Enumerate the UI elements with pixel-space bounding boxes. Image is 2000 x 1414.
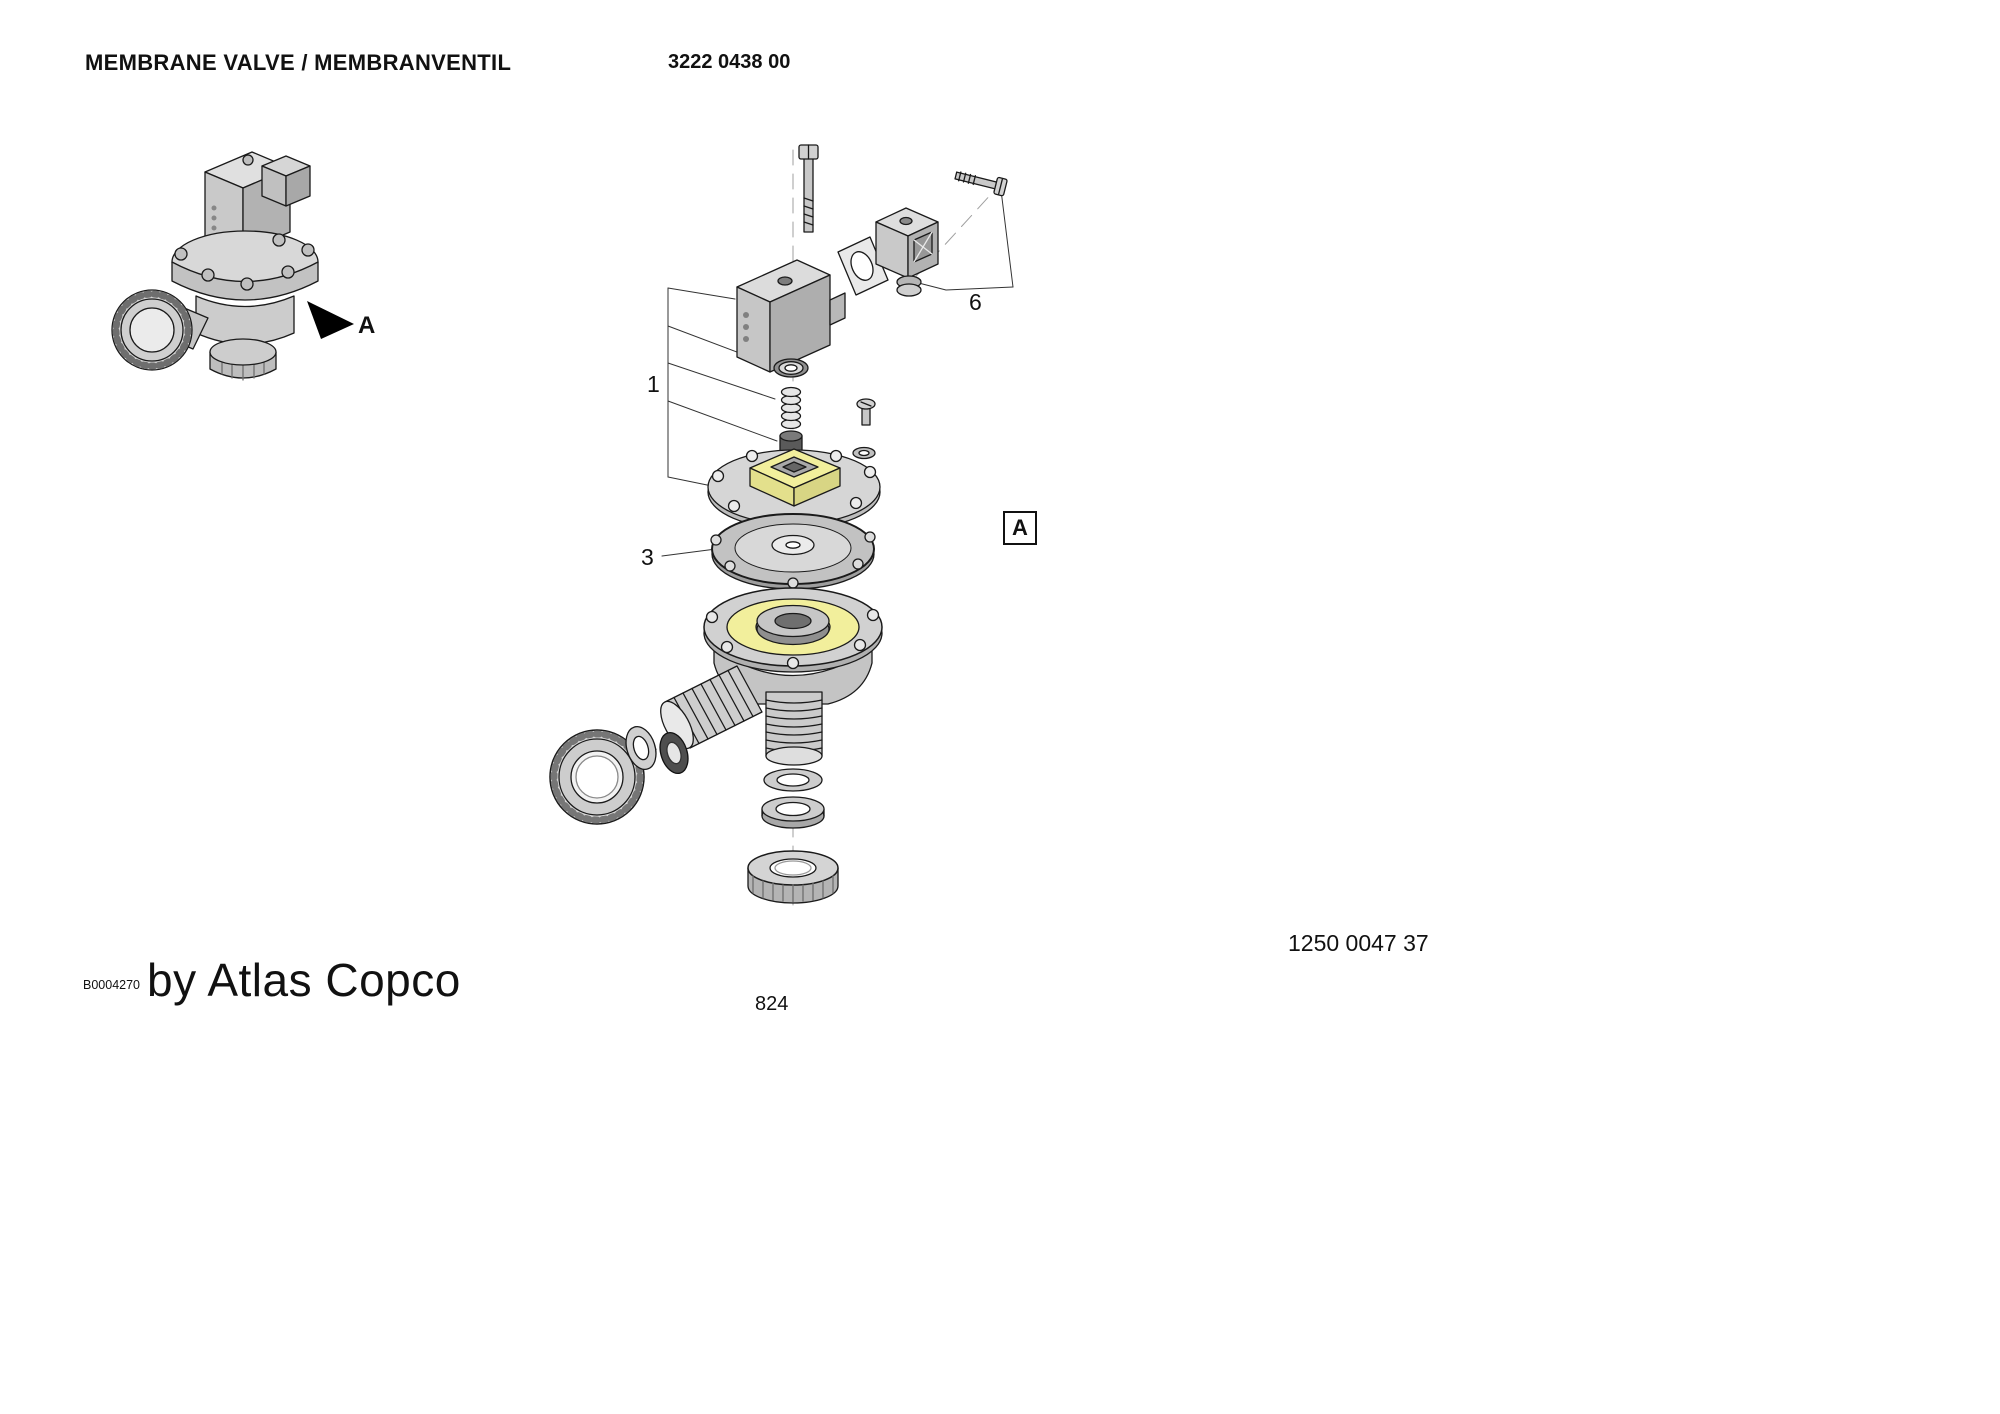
side-port — [660, 665, 763, 750]
brand-text: by Atlas Copco — [147, 954, 461, 1006]
connector-plug — [875, 207, 939, 297]
cover-washer — [852, 446, 876, 460]
valve-body — [660, 587, 883, 766]
doc-number: 1250 0047 37 — [1288, 930, 1429, 956]
spring — [780, 386, 802, 430]
part-number: 3222 0438 00 — [668, 51, 791, 73]
long-bolt — [798, 144, 819, 233]
callout-3: 3 — [641, 544, 654, 570]
assembled-body — [195, 295, 295, 345]
bottom-washer — [763, 768, 823, 792]
detail-view-box-label: A — [1012, 515, 1028, 540]
assembled-connector-side — [285, 165, 311, 207]
diaphragm — [710, 513, 876, 590]
connector-screw — [954, 171, 1008, 197]
assembled-bottom-nut — [209, 338, 277, 381]
assembled-top-screw — [242, 154, 254, 166]
view-arrow-label: A — [358, 312, 376, 339]
page-title: MEMBRANE VALVE / MEMBRANVENTIL — [85, 50, 512, 75]
bottom-port — [765, 691, 823, 766]
cover-screw — [856, 398, 876, 426]
bottom-seal-ring — [761, 796, 825, 829]
page-number: 824 — [755, 993, 789, 1015]
callout-1: 1 — [647, 371, 660, 397]
assembled-dome-rim — [171, 261, 319, 301]
assembled-hose-nut — [111, 289, 193, 371]
image-code: B0004270 — [83, 978, 141, 992]
assembled-valve-illustration — [111, 151, 354, 381]
side-washer — [625, 725, 657, 771]
hose-nut-left — [549, 729, 645, 825]
detail-view-box: A — [1003, 511, 1037, 545]
solenoid-coil — [736, 259, 846, 373]
hose-nut-bottom — [747, 850, 839, 904]
view-arrow-icon — [307, 301, 354, 339]
guide-washer — [773, 358, 809, 378]
side-seal — [659, 731, 689, 775]
callout-6: 6 — [969, 289, 982, 315]
